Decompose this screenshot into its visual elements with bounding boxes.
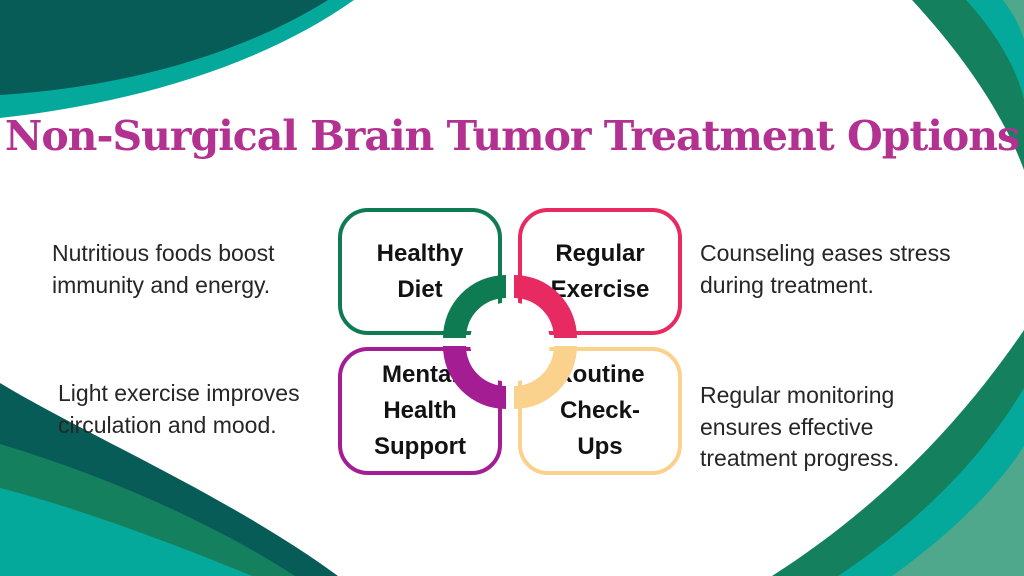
corner-top-right-green-shape: [912, 0, 1024, 170]
ring-center-hole: [470, 302, 550, 382]
ring-quadrant-bottom-left: [443, 346, 506, 409]
center-ring: [443, 275, 577, 409]
option-label-mental-health-support: Mental Health Support: [374, 361, 466, 460]
ring-quadrant-top-right: [514, 275, 577, 338]
ring-quadrant-top-left: [443, 275, 506, 338]
corner-top-right-teal-shape: [966, 0, 1024, 100]
corner-bottom-left-teal-shape: [0, 488, 252, 576]
option-card-healthy-diet: Healthy Diet: [338, 208, 502, 335]
option-card-mental-health-support: Mental Health Support: [338, 347, 502, 475]
caption-counseling: Counseling eases stress during treatment…: [700, 240, 951, 298]
corner-top-right-sage-shape: [1003, 0, 1024, 40]
ring-quadrant-bottom-right: [514, 346, 577, 409]
option-label-regular-exercise: Regular Exercise: [550, 239, 650, 303]
corner-bottom-right-sage-shape: [892, 446, 1024, 576]
caption-healthy-diet: Nutritious foods boost immunity and ener…: [52, 240, 275, 298]
caption-monitoring: Regular monitoring ensures effective tre…: [700, 382, 900, 471]
option-label-healthy-diet: Healthy Diet: [376, 239, 464, 303]
option-card-routine-check-ups: Routine Check- Ups: [518, 347, 682, 475]
page-title: Non-Surgical Brain Tumor Treatment Optio…: [4, 112, 1020, 160]
corner-top-left-dark-shape: [0, 0, 328, 95]
caption-light-exercise: Light exercise improves circulation and …: [58, 380, 300, 438]
option-card-regular-exercise: Regular Exercise: [518, 208, 682, 335]
option-label-routine-check-ups: Routine Check- Ups: [555, 361, 645, 460]
